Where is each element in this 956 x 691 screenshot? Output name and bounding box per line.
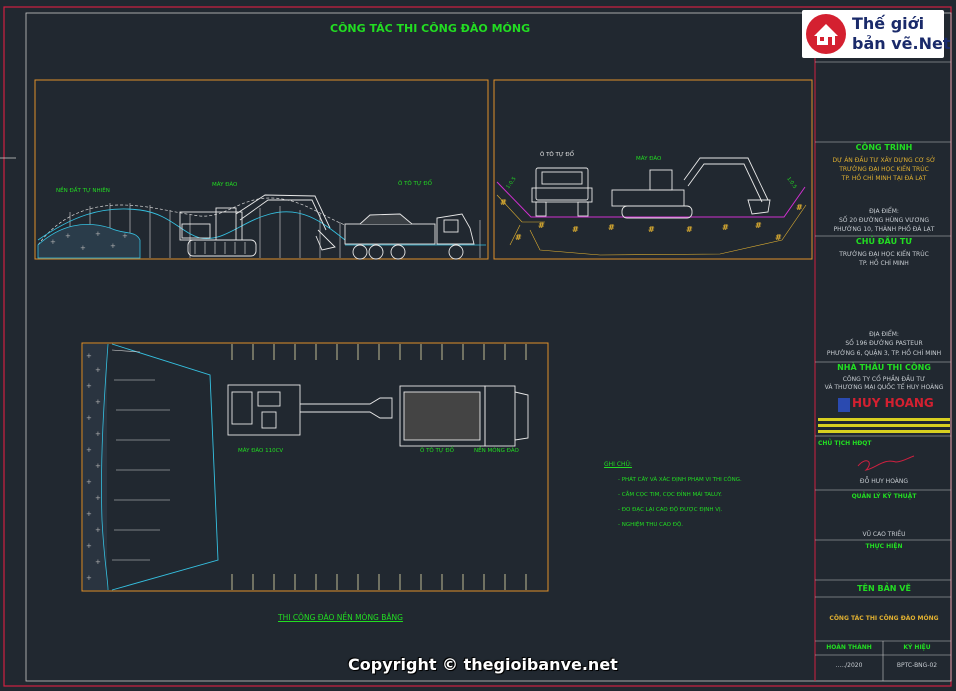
svg-text:#: # (722, 223, 729, 232)
svg-text:+: + (122, 232, 128, 240)
svg-text:#: # (796, 203, 803, 212)
svg-text:+: + (86, 542, 92, 550)
project-addr-line: SỐ 20 ĐƯỜNG HÙNG VƯƠNG (838, 217, 930, 224)
contractor-logo: HUY HOANG (838, 396, 934, 414)
project-addr-label: ĐỊA ĐIỂM: (869, 208, 899, 215)
svg-text:+: + (95, 230, 101, 238)
svg-text:+: + (95, 526, 101, 534)
symbol-label: KÝ HIỆU (903, 644, 931, 651)
note-item: - ĐO ĐẠC LẠI CAO ĐỘ ĐƯỢC ĐỊNH VỊ. (618, 507, 723, 513)
svg-text:#: # (572, 225, 579, 234)
svg-text:+: + (86, 446, 92, 454)
completed-value: ...../2020 (835, 662, 863, 669)
contractor-line: CÔNG TY CỔ PHẦN ĐẦU TƯ (842, 376, 926, 383)
svg-text:#: # (648, 225, 655, 234)
svg-text:+: + (86, 510, 92, 518)
label-excavator-plan: MÁY ĐÀO 110CV (238, 448, 284, 454)
contractor-line: VÀ THƯƠNG MẠI QUỐC TẾ HUY HOÀNG (824, 384, 944, 391)
site-logo[interactable]: Thế giới bản vẽ.Net (802, 10, 950, 58)
contractor-info-stripe (818, 418, 950, 421)
tech-label: QUẢN LÝ KỸ THUẬT (851, 493, 917, 500)
svg-text:#: # (515, 233, 522, 242)
note-item: - NGHIỆM THU CAO ĐỘ. (618, 522, 684, 528)
logo-line1: Thế giới (852, 14, 925, 33)
elevation-left: + + + + + + (34, 79, 489, 260)
svg-text:+: + (86, 414, 92, 422)
owner-addr-line: PHƯỜNG 6, QUẬN 3, TP. HỒ CHÍ MINH (826, 350, 942, 357)
tech-name: VŨ CAO TRIỀU (862, 531, 906, 538)
svg-text:+: + (50, 238, 56, 246)
drawing-name: CÔNG TÁC THI CÔNG ĐÀO MÓNG (829, 615, 939, 622)
svg-text:+: + (95, 430, 101, 438)
chairman-name: ĐỖ HUY HOÀNG (859, 478, 909, 485)
note-item: - PHÁT CÂY VÀ XÁC ĐỊNH PHẠM VI THI CÔNG. (618, 477, 742, 483)
svg-text:+: + (86, 574, 92, 582)
svg-text:+: + (95, 558, 101, 566)
svg-text:+: + (95, 366, 101, 374)
svg-text:#: # (755, 221, 762, 230)
label-truck-plan: Ô TÔ TỰ ĐỔ (420, 448, 454, 454)
project-line: TRƯỜNG ĐẠI HỌC KIẾN TRÚC (839, 166, 929, 173)
label-ground: NỀN ĐẤT TỰ NHIÊN (56, 188, 110, 194)
contractor-heading: NHÀ THẦU THI CÔNG (837, 363, 931, 372)
chairman-label: CHỦ TỊCH HĐQT (818, 440, 872, 447)
note-item: - CẮM CỌC TIM, CỌC ĐỈNH MÁI TALUY. (618, 492, 722, 498)
svg-text:+: + (65, 232, 71, 240)
owner-addr-line: SỐ 196 ĐƯỜNG PASTEUR (845, 340, 923, 347)
label-truck-left: Ô TÔ TỰ ĐỔ (398, 181, 432, 187)
drawing-name-heading: TÊN BẢN VẼ (857, 584, 911, 593)
project-line: TP. HỒ CHÍ MINH TẠI ĐÀ LẠT (841, 175, 927, 182)
svg-text:#: # (686, 225, 693, 234)
label-excavator-left: MÁY ĐÀO (212, 182, 238, 188)
drawing-title: CÔNG TÁC THI CÔNG ĐÀO MÓNG (330, 22, 531, 35)
notes-heading: GHI CHÚ: (604, 461, 632, 468)
svg-text:+: + (95, 494, 101, 502)
owner-addr-label: ĐỊA ĐIỂM: (869, 331, 899, 338)
svg-text:#: # (608, 223, 615, 232)
owner-heading: CHỦ ĐẦU TƯ (855, 237, 913, 246)
plan-view: +++ +++ +++ +++ +++ (81, 342, 549, 592)
owner-line: TP. HỒ CHÍ MINH (859, 260, 909, 267)
label-excavator-right: MÁY ĐÀO (636, 156, 662, 162)
svg-text:+: + (86, 352, 92, 360)
project-line: DỰ ÁN ĐẦU TƯ XÂY DỰNG CƠ SỞ (832, 157, 936, 164)
svg-text:#: # (775, 233, 782, 242)
contractor-logo-icon (838, 398, 850, 412)
svg-text:+: + (80, 244, 86, 252)
logo-line2: bản vẽ.Net (852, 34, 951, 53)
svg-text:+: + (110, 242, 116, 250)
svg-text:+: + (86, 382, 92, 390)
svg-text:#: # (538, 221, 545, 230)
plan-caption: THI CÔNG ĐÀO NỀN MÓNG BĂNG (278, 613, 403, 622)
copyright-watermark: Copyright © thegioibanve.net (348, 655, 618, 674)
elevation-right: # # # # # # # # # # # (493, 79, 813, 260)
svg-text:+: + (95, 398, 101, 406)
contractor-info-stripe (818, 424, 950, 427)
completed-label: HOÀN THÀNH (826, 644, 872, 651)
svg-text:+: + (86, 478, 92, 486)
label-truck-right: Ô TÔ TỰ ĐỔ (540, 152, 574, 158)
svg-text:#: # (500, 198, 507, 207)
house-icon (806, 14, 846, 54)
svg-text:+: + (95, 462, 101, 470)
project-addr-line: PHƯỜNG 10, THÀNH PHỐ ĐÀ LẠT (833, 226, 935, 233)
label-foundation-plan: NỀN MÓNG ĐÀO (474, 448, 519, 454)
contractor-info-stripe (818, 430, 950, 433)
symbol-value: BPTC-BNG-02 (896, 662, 938, 669)
contractor-logo-text: HUY HOANG (852, 396, 934, 410)
exec-label: THỰC HIỆN (865, 543, 903, 550)
project-heading: CÔNG TRÌNH (855, 143, 913, 152)
owner-line: TRƯỜNG ĐẠI HỌC KIẾN TRÚC (839, 251, 929, 258)
